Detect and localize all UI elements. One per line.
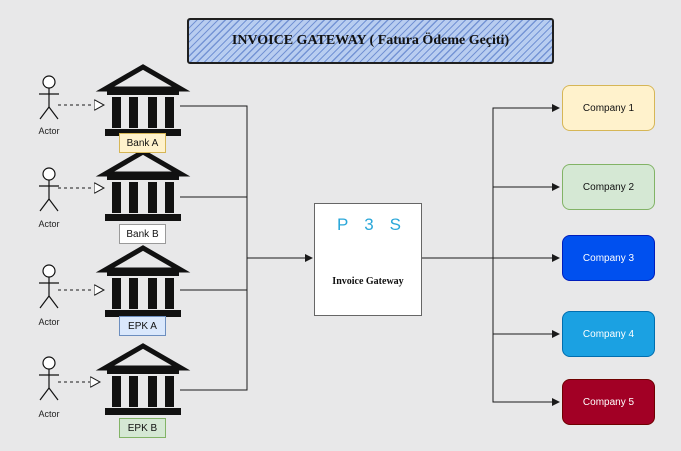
company-5-label: Company 5 xyxy=(582,396,635,408)
actor-2 xyxy=(38,167,60,212)
company-3-label: Company 3 xyxy=(582,252,635,264)
company-1-node: Company 1 xyxy=(562,85,655,131)
actor-3 xyxy=(38,264,60,309)
epk-b-icon xyxy=(105,346,181,415)
actor-label-1: Actor xyxy=(38,126,60,136)
connector-epk-b xyxy=(180,258,248,391)
p3s-logo-letter-3: 3 xyxy=(364,215,374,234)
diagram-title-text: INVOICE GATEWAY ( Fatura Ödeme Geçiti) xyxy=(231,33,510,48)
company-4-label: Company 4 xyxy=(582,328,635,340)
actor-1 xyxy=(38,75,60,120)
company-2-node: Company 2 xyxy=(562,164,655,210)
connector-company-1 xyxy=(492,104,560,258)
company-1-label: Company 1 xyxy=(582,102,635,114)
bank-a-icon xyxy=(105,67,181,136)
company-3-node: Company 3 xyxy=(562,235,655,281)
connector-bank-a xyxy=(180,105,248,258)
invoice-gateway-label: Invoice Gateway xyxy=(332,276,404,287)
company-2-label: Company 2 xyxy=(582,181,635,193)
invoice-gateway-node: P 3 S Invoice Gateway xyxy=(314,203,422,316)
actor-4 xyxy=(38,356,60,401)
bank-b-label: Bank B xyxy=(119,224,166,244)
actor-arrows xyxy=(58,105,104,382)
actor-label-2: Actor xyxy=(38,219,60,229)
connector-company-2 xyxy=(492,183,560,258)
connector-company-5 xyxy=(492,258,560,406)
epk-a-label: EPK A xyxy=(119,316,166,336)
bank-connectors xyxy=(180,105,313,391)
p3s-logo-letter-s: S xyxy=(389,215,401,234)
p3s-logo-letter-p: P xyxy=(337,215,349,234)
bank-a-label: Bank A xyxy=(119,133,166,153)
company-5-node: Company 5 xyxy=(562,379,655,425)
company-4-node: Company 4 xyxy=(562,311,655,357)
epk-a-icon xyxy=(105,248,181,317)
actor-label-4: Actor xyxy=(38,409,60,419)
epk-b-label: EPK B xyxy=(119,418,166,438)
company-connectors xyxy=(422,104,560,406)
bank-b-icon xyxy=(105,152,181,221)
diagram-title: INVOICE GATEWAY ( Fatura Ödeme Geçiti) xyxy=(187,18,554,64)
connector-company-4 xyxy=(492,258,560,338)
p3s-logo: P 3 S xyxy=(337,215,401,235)
actor-label-3: Actor xyxy=(38,317,60,327)
